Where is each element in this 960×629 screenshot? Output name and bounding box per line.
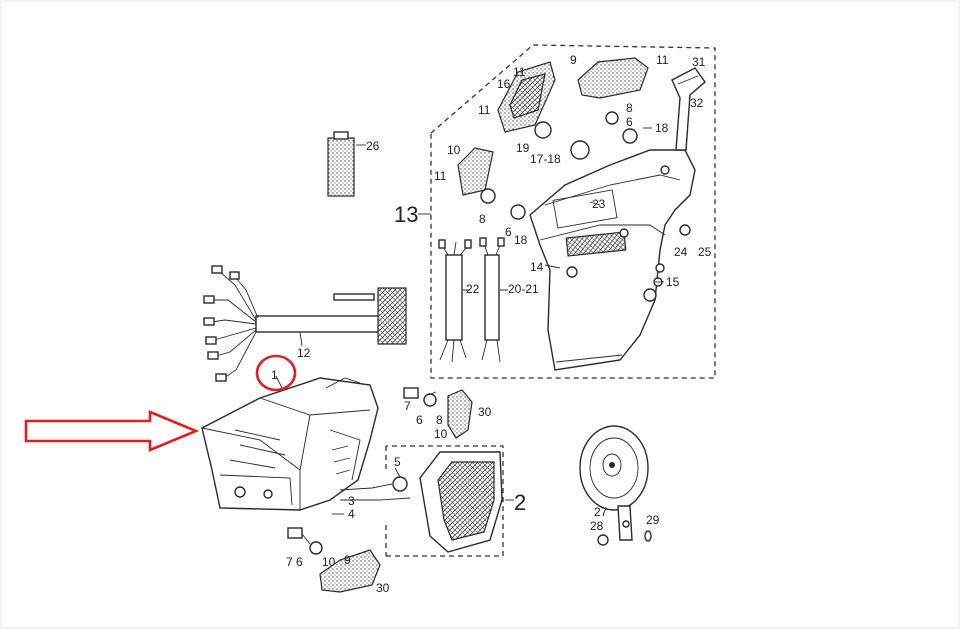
label-27: 27: [594, 505, 608, 519]
label-13: 13: [394, 202, 418, 227]
label-8-left: 8: [479, 212, 486, 226]
label-6-left: 6: [505, 225, 512, 239]
label-1: 1: [271, 368, 278, 382]
label-30-lower: 30: [376, 581, 390, 595]
label-31: 31: [692, 55, 706, 69]
label-32: 32: [690, 96, 704, 110]
label-7-upper: 7: [404, 399, 411, 413]
label-26: 26: [366, 139, 380, 153]
group-13-rear-assembly: 13: [356, 44, 716, 379]
label-11-left: 11: [434, 169, 447, 183]
part-1-headlight-housing: [201, 377, 379, 511]
label-24: 24: [674, 245, 688, 259]
label-15: 15: [666, 275, 680, 289]
label-2: 2: [514, 490, 526, 515]
label-19: 19: [516, 141, 530, 155]
label-28: 28: [590, 519, 604, 533]
wire-bundle-20-21: [479, 237, 505, 363]
label-16: 16: [497, 77, 511, 91]
label-8-upper: 8: [436, 413, 443, 427]
label-11-upper: 11: [513, 65, 526, 79]
part-26-cylinder: [327, 131, 355, 197]
label-9-top: 9: [570, 53, 577, 67]
label-7-lower: 7: [286, 555, 293, 569]
reflector-9: [577, 57, 649, 99]
label-6-top: 6: [626, 115, 633, 129]
rear-fender-14: [529, 149, 696, 371]
label-22: 22: [466, 282, 480, 296]
label-10-left: 10: [447, 143, 461, 157]
label-4: 4: [348, 507, 355, 521]
label-11-top: 11: [656, 53, 669, 67]
lamp-10-11: [457, 147, 494, 196]
bracket-31-32: [671, 67, 706, 151]
label-17-18: 17-18: [530, 152, 561, 166]
label-5: 5: [394, 455, 401, 469]
label-8-top: 8: [626, 101, 633, 115]
label-23: 23: [592, 197, 606, 211]
label-6-lower: 6: [296, 555, 303, 569]
label-11-mid: 11: [478, 103, 491, 117]
label-30-upper: 30: [478, 405, 492, 419]
label-18-left: 18: [514, 233, 528, 247]
horn-27-28-29: [579, 425, 652, 546]
label-10-upper: 10: [434, 427, 448, 441]
highlight-circle: [255, 354, 297, 392]
label-12: 12: [297, 346, 311, 360]
label-3: 3: [348, 494, 355, 508]
label-29: 29: [646, 513, 660, 527]
label-20-21: 20-21: [508, 282, 539, 296]
bulb-group-upper: [403, 387, 473, 439]
label-6-upper: 6: [416, 413, 423, 427]
label-9-lower: 9: [344, 553, 351, 567]
label-18-top: 18: [655, 121, 669, 135]
label-14: 14: [530, 260, 544, 274]
bulb-group-lower: [287, 527, 381, 593]
pointer-arrow: [24, 410, 200, 452]
label-25: 25: [698, 245, 712, 259]
wire-bundle-22: [438, 239, 472, 363]
part-12-wiring-harness: [203, 265, 407, 382]
label-8-lower: 10: [322, 555, 336, 569]
group-2-headlight: 2: [339, 445, 526, 557]
